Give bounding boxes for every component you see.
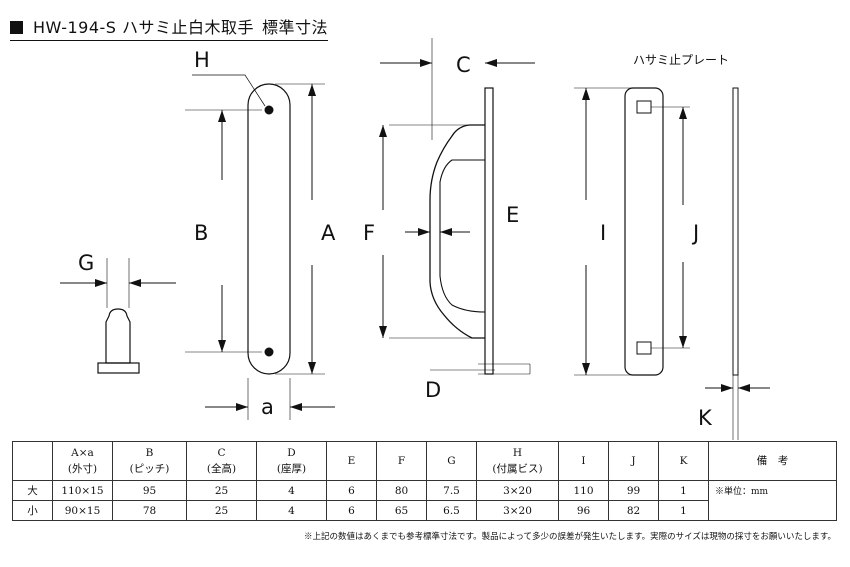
table-row: 大 110×15 95 25 4 6 80 7.5 3×20 110 99 1 …	[12, 480, 837, 521]
plate-side-view	[705, 87, 770, 440]
plate-title: ハサミ止プレート	[633, 53, 729, 67]
title-square-icon	[10, 21, 23, 34]
header-cell: A×a(外寸)	[52, 441, 113, 481]
header-size	[12, 441, 53, 481]
footnote: ※上記の数値はあくまでも参考標準寸法です。製品によって多少の誤差が発生いたします…	[303, 532, 836, 542]
table-header-row: A×a(外寸) B(ピッチ) C(全高) D(座厚) E F G H(付属ビス)…	[12, 441, 837, 481]
page-title: HW-194-S ハサミ止白木取手標準寸法	[10, 14, 329, 41]
label-k: K	[698, 406, 713, 430]
technical-drawing: H B A a G C F E D I J K ハサミ止プレート	[60, 38, 770, 440]
label-b: B	[194, 221, 208, 245]
label-c: C	[456, 53, 471, 77]
label-j: J	[691, 221, 699, 245]
dimension-labels: H B A a G C F E D I J K ハサミ止プレート	[78, 48, 729, 430]
header-cell: H(付属ビス)	[476, 441, 559, 481]
label-a: A	[321, 221, 336, 245]
header-cell: I	[558, 441, 609, 481]
handle-side-view	[379, 38, 535, 375]
title-main: HW-194-S ハサミ止白木取手	[33, 18, 255, 37]
header-cell: J	[608, 441, 659, 481]
side-profile-view	[60, 258, 176, 374]
label-f: F	[363, 221, 375, 245]
header-cell: D(座厚)	[256, 441, 327, 481]
label-i: I	[600, 221, 606, 245]
header-cell: F	[376, 441, 427, 481]
title-sub: 標準寸法	[262, 18, 329, 37]
spec-table: A×a(外寸) B(ピッチ) C(全高) D(座厚) E F G H(付属ビス)…	[12, 441, 837, 521]
table-row: 小 90×15 78 25 4 6 65 6.5 3×20 96 82 1	[12, 500, 837, 521]
label-g: G	[78, 251, 94, 275]
label-d: D	[425, 378, 441, 402]
header-cell: E	[326, 441, 377, 481]
header-cell: C(全高)	[186, 441, 257, 481]
header-cell: B(ピッチ)	[112, 441, 187, 481]
header-cell: K	[658, 441, 709, 481]
label-e: E	[506, 203, 519, 227]
header-remarks: 備 考	[708, 441, 837, 481]
label-h: H	[194, 48, 210, 72]
header-cell: G	[426, 441, 477, 481]
plate-front-view	[574, 87, 690, 376]
unit-note: ※単位：mm	[708, 480, 837, 521]
label-a-small: a	[261, 395, 274, 419]
handle-front-view	[185, 74, 335, 420]
